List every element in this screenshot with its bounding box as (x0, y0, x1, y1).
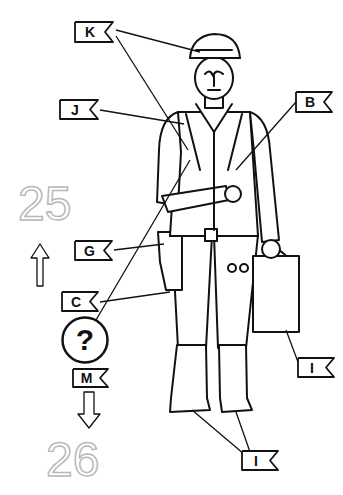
flag-outline (298, 358, 334, 377)
callout-flag: M (73, 369, 108, 387)
callout-flag: J (60, 100, 98, 119)
callout-flag: G (75, 241, 112, 260)
query-circle: ? (61, 316, 109, 364)
flag-outline (242, 451, 278, 470)
leader-line (96, 160, 190, 320)
flag-outline (298, 358, 334, 377)
flag-outline (242, 451, 278, 470)
callout-letter: G (75, 244, 104, 258)
flag-outline (75, 22, 113, 42)
up-arrow (31, 244, 49, 286)
leader-line (100, 292, 170, 302)
hand (225, 186, 241, 202)
callout-letter: J (60, 103, 90, 117)
page-number: 26 (46, 436, 99, 484)
flag-outline (60, 100, 98, 119)
buckle (205, 229, 217, 241)
callout-letter: K (75, 25, 105, 39)
leader-line (286, 330, 298, 362)
callout-flag: C (62, 292, 98, 311)
callout-letter: B (296, 95, 324, 109)
face-features (205, 71, 223, 90)
sleeve (250, 112, 279, 242)
callout-flag: I (242, 451, 278, 470)
callout-flag: I (298, 358, 334, 377)
flag-outline (75, 241, 112, 260)
callout-letter: I (298, 361, 326, 375)
leader-line (100, 110, 184, 124)
callout-letter: I (242, 454, 270, 468)
leader-line (236, 102, 296, 170)
trouser-leg (214, 235, 258, 348)
leader-line (236, 412, 250, 452)
callout-flag: B (296, 92, 332, 112)
flag-outline (60, 100, 98, 119)
strap (186, 114, 242, 230)
bag (253, 256, 299, 332)
leader-lines (96, 30, 298, 454)
circle-outline (63, 318, 108, 363)
boot (170, 345, 210, 412)
ring (228, 264, 236, 272)
ring (240, 264, 248, 272)
leader-line (192, 410, 244, 454)
down-arrow (78, 392, 100, 428)
boot (219, 345, 252, 412)
callout-letter: C (62, 295, 90, 309)
page-number: 25 (18, 180, 71, 228)
face (195, 57, 233, 99)
sleeve (157, 112, 181, 206)
flag-outline (296, 92, 332, 112)
callout-flag: K (75, 22, 113, 42)
cap (190, 34, 240, 58)
hand (262, 240, 280, 258)
leader-line (116, 36, 188, 150)
query-mark: ? (76, 325, 94, 355)
callout-letter: M (73, 371, 100, 385)
leader-line (116, 30, 200, 52)
flag-outline (73, 369, 108, 387)
flag-outline (62, 292, 98, 311)
holster (158, 232, 182, 290)
